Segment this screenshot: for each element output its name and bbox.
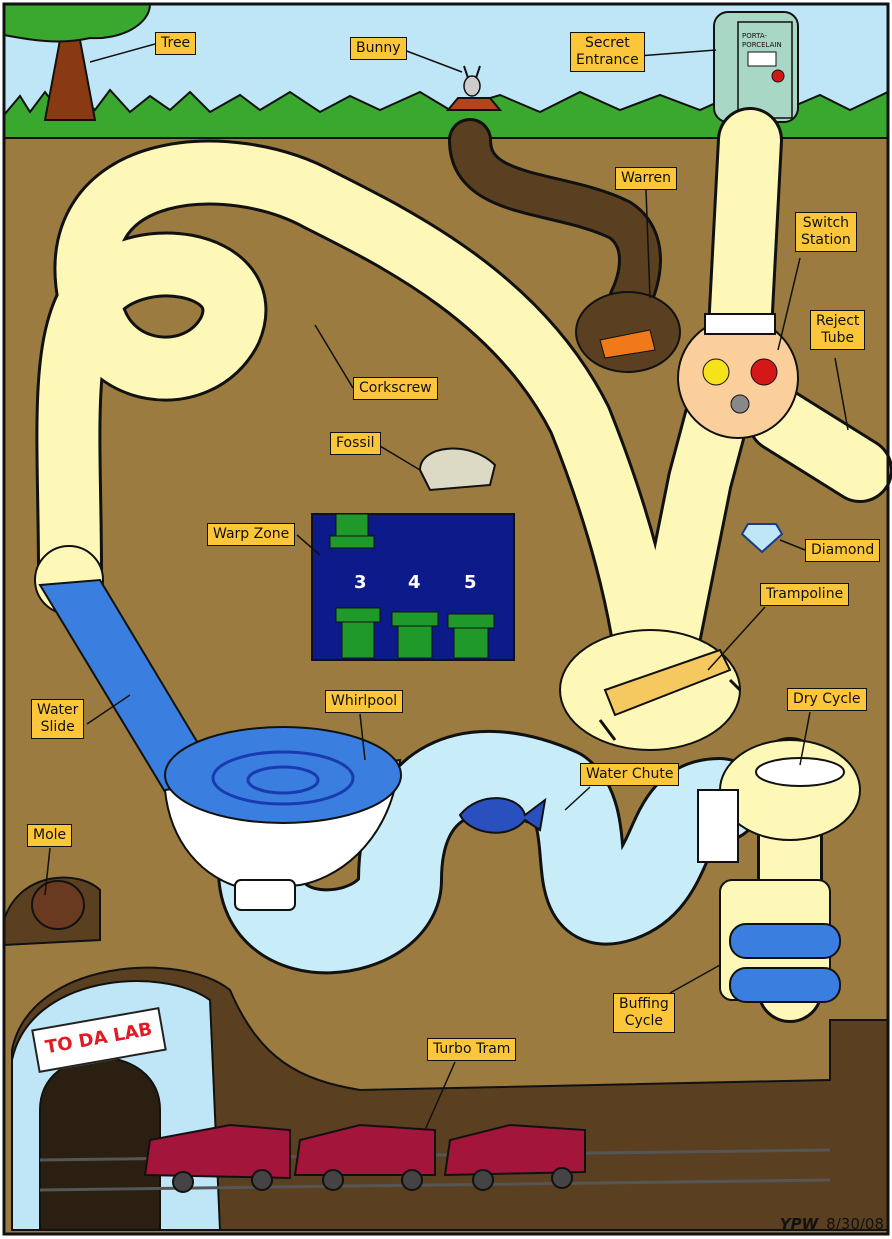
carrots [599, 329, 656, 359]
dryer [755, 757, 845, 787]
label-dry-cycle: Dry Cycle [787, 688, 867, 711]
fossil [418, 447, 497, 492]
label-diamond: Diamond [805, 539, 881, 562]
label-turbo-tram: Turbo Tram [427, 1038, 517, 1061]
warp-zone [311, 513, 515, 661]
label-trampoline: Trampoline [760, 583, 850, 606]
label-whirlpool: Whirlpool [325, 690, 404, 713]
label-line: Cycle [624, 1013, 664, 1029]
bunny [445, 65, 503, 111]
whirlpool [163, 726, 402, 911]
svg-text:PORTA-: PORTA- [742, 32, 767, 40]
label-tree: Tree [155, 32, 197, 55]
label-line: Secret [584, 35, 630, 51]
tree [3, 3, 152, 121]
label-line: Tube [821, 330, 855, 346]
warp-pipe-number: 4 [408, 572, 421, 593]
label-line: Reject [816, 313, 860, 329]
label-mole: Mole [27, 824, 73, 847]
trampoline [598, 648, 742, 741]
warp-pipe-number: 5 [464, 572, 477, 593]
label-warren: Warren [615, 167, 677, 190]
label-warp-zone: Warp Zone [207, 523, 296, 546]
label-line: Slide [40, 719, 75, 735]
label-corkscrew: Corkscrew [353, 377, 438, 400]
mole [31, 880, 85, 930]
label-water-chute: Water Chute [580, 763, 680, 786]
turbo-tram [143, 1123, 586, 1180]
label-line: Buffing [619, 996, 669, 1012]
diamond [740, 523, 784, 554]
buffing-rollers [729, 923, 841, 1003]
label-fossil: Fossil [330, 432, 381, 455]
signature-date: 8/30/08 [826, 1215, 884, 1233]
label-line: Water [37, 702, 79, 718]
chute-exit [697, 789, 739, 863]
label-bunny: Bunny [350, 37, 407, 60]
signature-initials: YPW [779, 1215, 819, 1233]
label-line: Station [801, 232, 851, 248]
porta-porcelain: PORTA- PORCELAIN [713, 11, 799, 123]
label-line: Switch [802, 215, 850, 231]
switch-station [677, 313, 799, 439]
fish [458, 797, 547, 834]
svg-text:PORCELAIN: PORCELAIN [742, 41, 782, 49]
signature: YPW 8/30/08 [780, 1215, 884, 1233]
label-pointers [44, 43, 849, 1131]
warren [575, 291, 681, 373]
warp-pipe-number: 3 [354, 572, 367, 593]
tram-wheels [172, 1167, 573, 1193]
tunnel [39, 1056, 161, 1231]
label-line: Entrance [576, 52, 639, 68]
